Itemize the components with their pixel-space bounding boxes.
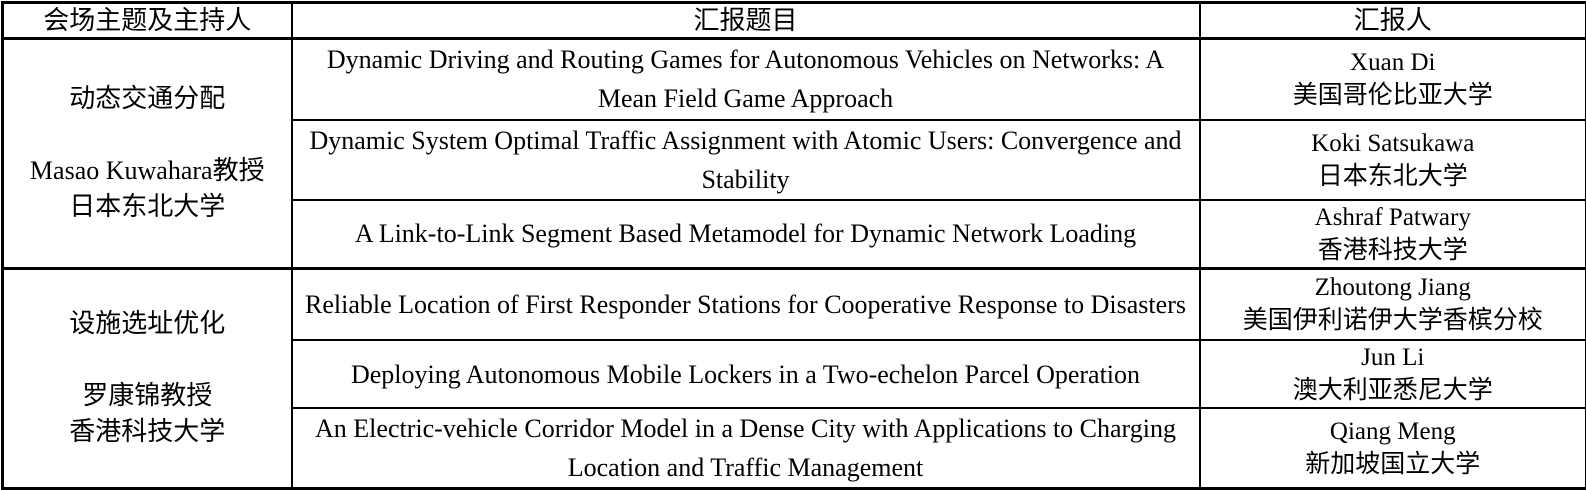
presenter-cell: Jun Li 澳大利亚悉尼大学 xyxy=(1200,340,1586,408)
talk-title: Reliable Location of First Responder Sta… xyxy=(292,268,1200,340)
presenter-cell: Zhoutong Jiang 美国伊利诺伊大学香槟分校 xyxy=(1200,268,1586,340)
presenter-affiliation: 新加坡国立大学 xyxy=(1207,448,1580,481)
session-theme: 设施选址优化 xyxy=(10,306,285,342)
presenter-name: Ashraf Patwary xyxy=(1207,201,1580,234)
presenter-affiliation: 香港科技大学 xyxy=(1207,234,1580,267)
session-cell-1: 动态交通分配 Masao Kuwahara教授 日本东北大学 xyxy=(3,39,292,269)
header-presenter: 汇报人 xyxy=(1200,3,1586,39)
presenter-cell: Xuan Di 美国哥伦比亚大学 xyxy=(1200,39,1586,120)
presenter-cell: Qiang Meng 新加坡国立大学 xyxy=(1200,408,1586,489)
session-moderator: Masao Kuwahara教授 xyxy=(10,153,285,189)
table-header-row: 会场主题及主持人 汇报题目 汇报人 xyxy=(3,3,1586,39)
session-cell-2: 设施选址优化 罗康锦教授 香港科技大学 xyxy=(3,268,292,489)
header-session-theme: 会场主题及主持人 xyxy=(3,3,292,39)
talk-title: A Link-to-Link Segment Based Metamodel f… xyxy=(292,200,1200,269)
presenter-affiliation: 美国伊利诺伊大学香槟分校 xyxy=(1207,304,1580,337)
talk-title: Dynamic System Optimal Traffic Assignmen… xyxy=(292,120,1200,200)
presenter-name: Xuan Di xyxy=(1207,46,1580,79)
presenter-name: Jun Li xyxy=(1207,341,1580,374)
presenter-name: Qiang Meng xyxy=(1207,415,1580,448)
presenter-affiliation: 澳大利亚悉尼大学 xyxy=(1207,374,1580,407)
session-moderator-affiliation: 日本东北大学 xyxy=(10,189,285,225)
talk-title: Deploying Autonomous Mobile Lockers in a… xyxy=(292,340,1200,408)
presenter-cell: Ashraf Patwary 香港科技大学 xyxy=(1200,200,1586,269)
session-theme: 动态交通分配 xyxy=(10,81,285,117)
talk-title: An Electric-vehicle Corridor Model in a … xyxy=(292,408,1200,489)
session-moderator: 罗康锦教授 xyxy=(10,378,285,414)
presenter-affiliation: 美国哥伦比亚大学 xyxy=(1207,79,1580,112)
table-row: 设施选址优化 罗康锦教授 香港科技大学 Reliable Location of… xyxy=(3,268,1586,340)
presenter-cell: Koki Satsukawa 日本东北大学 xyxy=(1200,120,1586,200)
session-moderator-affiliation: 香港科技大学 xyxy=(10,414,285,450)
presenter-affiliation: 日本东北大学 xyxy=(1207,160,1580,193)
presenter-name: Zhoutong Jiang xyxy=(1207,271,1580,304)
table-row: 动态交通分配 Masao Kuwahara教授 日本东北大学 Dynamic D… xyxy=(3,39,1586,120)
program-page: 会场主题及主持人 汇报题目 汇报人 动态交通分配 Masao Kuwahara教… xyxy=(0,1,1586,471)
presenter-name: Koki Satsukawa xyxy=(1207,127,1580,160)
header-report-title: 汇报题目 xyxy=(292,3,1200,39)
talk-title: Dynamic Driving and Routing Games for Au… xyxy=(292,39,1200,120)
